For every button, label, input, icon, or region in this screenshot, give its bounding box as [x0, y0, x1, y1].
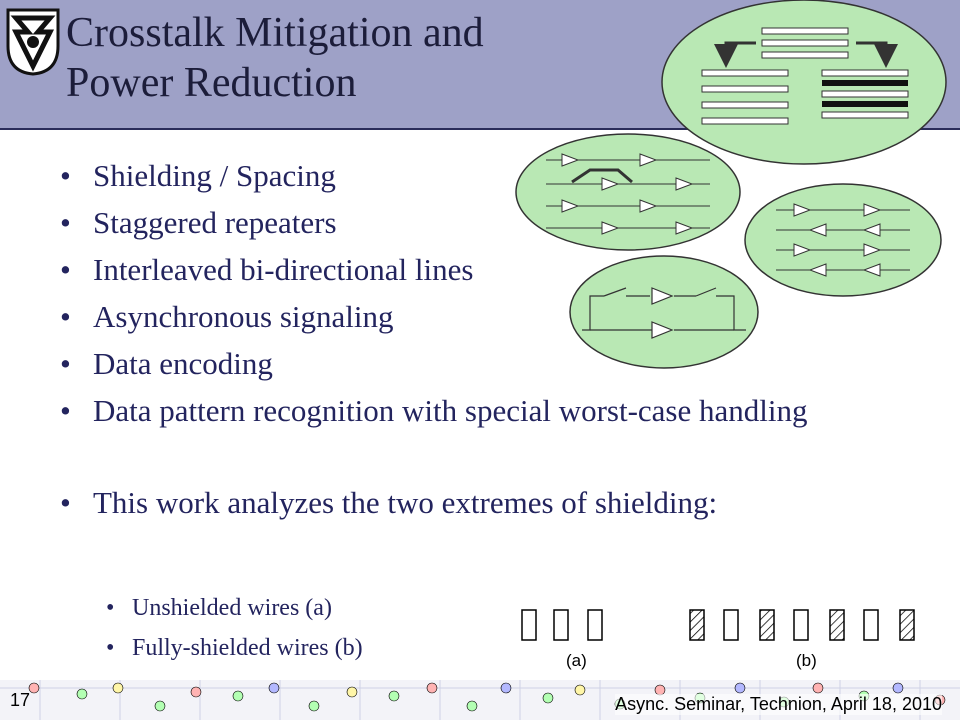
- unshielded-wires: [521, 609, 603, 641]
- shielding-diagram: [661, 0, 947, 165]
- main-bullet-list: Shielding / Spacing Staggered repeaters …: [60, 160, 833, 534]
- shielded-wires: [689, 609, 915, 641]
- title-line-2: Power Reduction: [66, 60, 357, 106]
- title-line-1: Crosstalk Mitigation and: [66, 10, 484, 56]
- bullet-item: Interleaved bi-directional lines: [60, 254, 833, 287]
- bullet-item: Asynchronous signaling: [60, 301, 833, 334]
- bullet-item: This work analyzes the two extremes of s…: [60, 487, 833, 520]
- sub-bullet-item: Fully-shielded wires (b): [106, 634, 363, 662]
- sub-bullet-item: Unshielded wires (a): [106, 594, 363, 622]
- bullet-item: Shielding / Spacing: [60, 160, 833, 193]
- footer-text: Async. Seminar, Technion, April 18, 2010: [615, 694, 942, 715]
- figure-label-b: (b): [796, 651, 817, 670]
- sub-bullet-list: Unshielded wires (a) Fully-shielded wire…: [106, 594, 363, 674]
- page-title: Crosstalk Mitigation and Power Reduction: [66, 8, 484, 108]
- bullet-item: Staggered repeaters: [60, 207, 833, 240]
- technion-logo-icon: [6, 8, 60, 76]
- slide-number: 17: [10, 690, 31, 710]
- figure-label-a: (a): [566, 651, 587, 670]
- wire-cross-section-figure: (a) (b): [521, 609, 915, 670]
- bullet-item: Data encoding: [60, 348, 833, 381]
- bullet-item: Data pattern recognition with special wo…: [60, 395, 833, 428]
